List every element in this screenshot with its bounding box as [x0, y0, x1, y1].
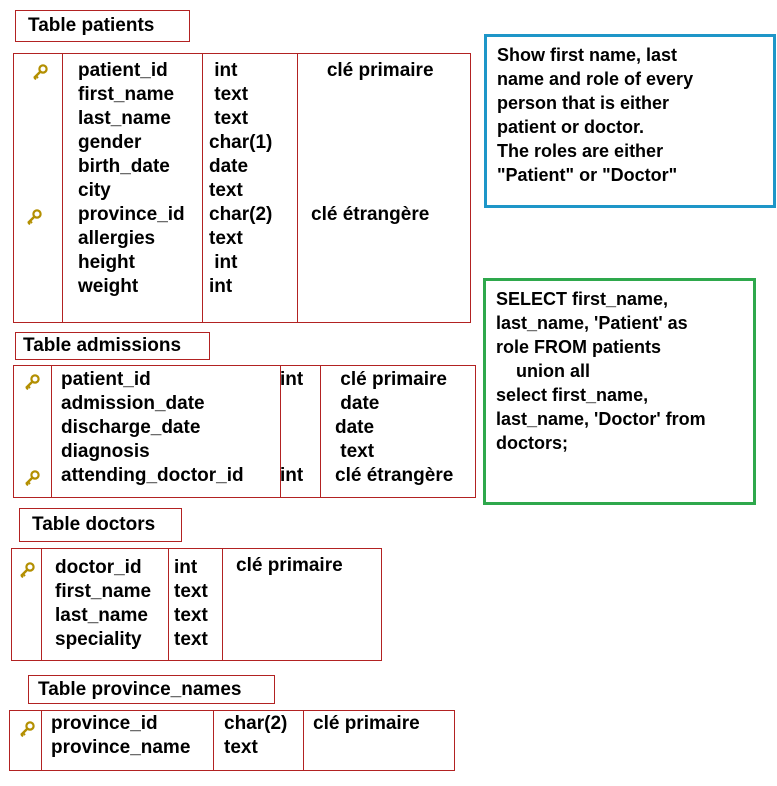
- doctors-title-text: Table doctors: [32, 514, 156, 535]
- doctors-column-names: doctor_id first_name last_name specialit…: [55, 557, 152, 650]
- patients-column-types: int text text char(1) date text char(2) …: [209, 60, 273, 297]
- admissions-column-names: patient_id admission_date discharge_date…: [61, 369, 244, 486]
- patients-column-names: patient_id first_name last_name gender b…: [78, 60, 185, 297]
- admissions-column-types: int int: [280, 369, 304, 486]
- question-text: Show first name, last name and role of e…: [497, 45, 694, 185]
- province-names-column-names: province_id province_name: [51, 713, 191, 758]
- patients-title-text: Table patients: [28, 15, 155, 36]
- doctors-column-keys: clé primaire: [236, 555, 343, 576]
- admissions-table: patient_id admission_date discharge_date…: [13, 365, 476, 498]
- admissions-column-keys: clé primaire date date text clé étrangèr…: [335, 369, 454, 486]
- province-names-column-keys: clé primaire: [313, 713, 420, 734]
- patients-table: patient_id first_name last_name gender b…: [13, 53, 471, 323]
- doctors-table-title: Table doctors: [19, 508, 182, 542]
- key-icon: [26, 209, 42, 225]
- key-icon: [19, 721, 35, 737]
- admissions-table-title: Table admissions: [15, 332, 210, 360]
- province-names-table: province_id province_name char(2) text c…: [9, 710, 455, 771]
- province-names-title-text: Table province_names: [38, 679, 242, 700]
- key-icon: [24, 374, 40, 390]
- admissions-title-text: Table admissions: [23, 335, 182, 356]
- doctors-column-types: int text text text: [174, 557, 208, 650]
- patients-column-keys: clé primaire clé étrangère: [311, 60, 434, 225]
- answer-box: SELECT first_name, last_name, 'Patient' …: [483, 278, 756, 505]
- key-icon: [24, 470, 40, 486]
- key-icon: [32, 64, 48, 80]
- question-box: Show first name, last name and role of e…: [484, 34, 776, 208]
- patients-table-title: Table patients: [15, 10, 190, 42]
- doctors-table: doctor_id first_name last_name specialit…: [11, 548, 382, 661]
- answer-text: SELECT first_name, last_name, 'Patient' …: [496, 289, 706, 453]
- province-names-table-title: Table province_names: [28, 675, 275, 704]
- province-names-column-types: char(2) text: [224, 713, 288, 758]
- key-icon: [19, 562, 35, 578]
